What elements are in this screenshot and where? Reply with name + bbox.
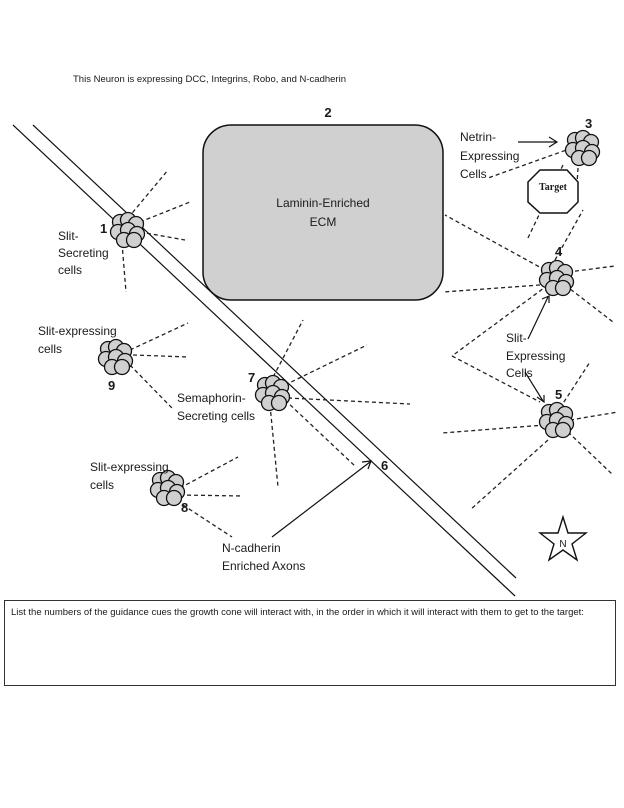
slit-arrow-down (524, 371, 545, 404)
answer-input[interactable] (11, 621, 613, 663)
cell (113, 358, 131, 376)
cell (554, 421, 572, 439)
cluster-1-label-line1: Slit- (58, 229, 79, 243)
cluster-9-number: 9 (108, 378, 115, 393)
diffusion-ray (139, 201, 191, 223)
cluster-5-label-line1: Slit- (506, 331, 527, 345)
diffusion-ray (284, 344, 368, 386)
cluster-9-label-line2: cells (38, 342, 62, 356)
cluster-5-label-line3: Cells (506, 366, 533, 380)
cluster-7-number: 7 (248, 370, 255, 385)
diffusion-ray (129, 364, 173, 409)
diffusion-ray (287, 397, 411, 405)
diffusion-ray (129, 322, 189, 351)
diffusion-rays (121, 147, 619, 538)
diffusion-ray (487, 147, 573, 179)
diffusion-ray (442, 284, 541, 293)
diffusion-ray (179, 494, 244, 497)
cell (125, 231, 143, 249)
diffusion-ray (567, 431, 614, 476)
ecm-label-line2: ECM (310, 215, 337, 229)
slit-arrow-up (527, 295, 550, 340)
cell (580, 149, 598, 167)
cell-cluster-3 (564, 129, 601, 167)
diffusion-ray (121, 242, 127, 293)
diffusion-ray (179, 456, 239, 489)
cluster-1-label-line2: Secreting (58, 246, 109, 260)
diffusion-ray (269, 404, 279, 488)
axon-label-line2: Enriched Axons (222, 559, 305, 573)
cell-cluster-4 (538, 259, 575, 297)
cluster-5-number: 5 (555, 387, 562, 402)
axon-tract (12, 124, 517, 597)
target-octagon: Target (527, 169, 579, 214)
diffusion-ray (451, 355, 541, 403)
cell-cluster-1 (109, 211, 146, 249)
diffusion-ray (132, 354, 189, 358)
diffusion-ray (554, 209, 584, 261)
cluster-7-label-line1: Semaphorin- (177, 391, 246, 405)
cluster-4-number: 4 (555, 244, 563, 259)
diffusion-ray (444, 214, 546, 271)
diagram-title: This Neuron is expressing DCC, Integrins… (73, 74, 346, 85)
cluster-8-label-line1: Slit-expressing (90, 460, 169, 474)
cluster-3-label-line2: Expressing (460, 149, 519, 163)
cell-cluster-7 (254, 374, 291, 412)
cluster-8-number: 8 (181, 500, 188, 515)
cell (554, 279, 572, 297)
compass-north-star: N (537, 514, 589, 562)
axon-arrow (271, 460, 372, 538)
cluster-5-label-line2: Expressing (506, 349, 565, 363)
axon-number: 6 (381, 458, 388, 473)
target-label: Target (539, 182, 568, 193)
diffusion-ray (564, 284, 614, 323)
cell-cluster-9 (97, 338, 134, 376)
cell (270, 394, 288, 412)
cell-cluster-8 (149, 469, 186, 507)
diffusion-ray (284, 399, 357, 468)
diffusion-ray (451, 284, 549, 357)
diffusion-ray (441, 424, 546, 434)
cluster-3-number: 3 (585, 116, 592, 131)
axon-label-line1: N-cadherin (222, 541, 281, 555)
cluster-9-label-line1: Slit-expressing (38, 324, 117, 338)
cell-cluster-5 (538, 401, 575, 439)
cell-clusters (97, 129, 601, 507)
cell (165, 489, 183, 507)
diffusion-ray (182, 504, 233, 538)
diffusion-ray (127, 169, 169, 219)
cluster-8-label-line2: cells (90, 478, 114, 492)
cluster-1-number: 1 (100, 221, 107, 236)
diffusion-ray (567, 265, 616, 273)
diffusion-ray (269, 319, 304, 384)
laminin-ecm-region: Laminin-Enriched ECM 2 (202, 105, 444, 301)
diffusion-ray (139, 231, 186, 241)
diffusion-ray (469, 439, 549, 511)
question-box: List the numbers of the guidance cues th… (4, 600, 616, 686)
cluster-7-label-line2: Secreting cells (177, 409, 255, 423)
diffusion-ray (559, 361, 591, 409)
compass-label: N (559, 539, 566, 550)
cluster-3-label-line3: Cells (460, 167, 487, 181)
cluster-3-label-line1: Netrin- (460, 130, 496, 144)
cluster-1-label-line3: cells (58, 263, 82, 277)
netrin-arrow (518, 136, 559, 148)
question-prompt: List the numbers of the guidance cues th… (11, 607, 584, 618)
ecm-number: 2 (324, 105, 331, 120)
ecm-label-line1: Laminin-Enriched (276, 196, 369, 210)
diffusion-ray (569, 411, 619, 421)
